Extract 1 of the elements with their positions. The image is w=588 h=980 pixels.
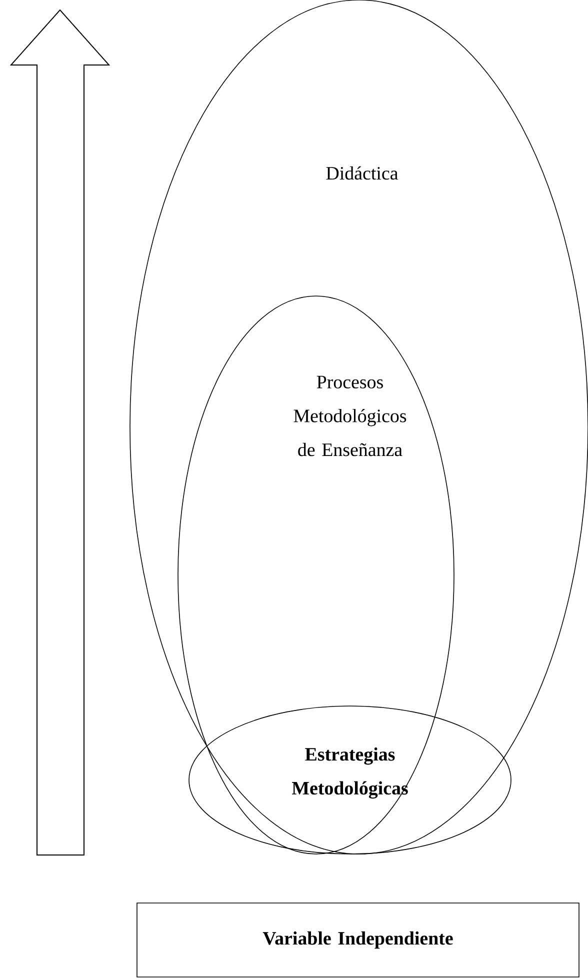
text-box: Variable Independiente [136, 902, 580, 978]
